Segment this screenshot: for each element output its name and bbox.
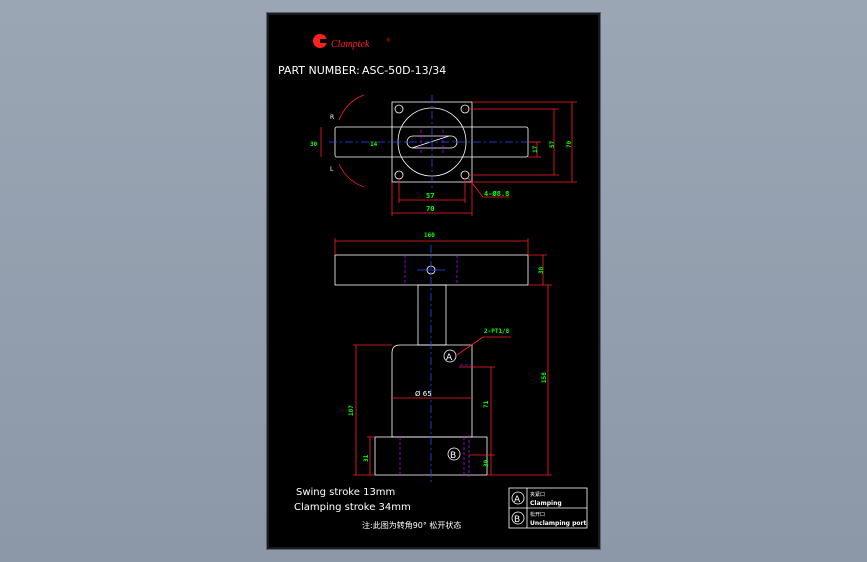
dim-arm-height: 30 <box>310 141 318 148</box>
logo: Clamptek ® <box>313 34 391 50</box>
dim-bolt-spacing: 57 <box>426 192 434 200</box>
logo-mark-cut <box>320 39 328 43</box>
legend-symbol-a: A <box>514 495 521 505</box>
dim-ports: 2-PT1/8 <box>484 328 510 335</box>
logo-reg: ® <box>386 37 391 44</box>
legend-symbol-b: B <box>514 515 520 525</box>
dim-bolt-holes: 4-Ø8.8 <box>484 190 509 198</box>
technical-drawing: Clamptek ® PART NUMBER: ASC-50D-13/34 <box>278 34 588 530</box>
dim-flange-width: 70 <box>426 205 434 213</box>
bolt-hole <box>460 104 470 114</box>
legend-en-a: Clamping <box>530 500 562 507</box>
drawing-sheet: Clamptek ® PART NUMBER: ASC-50D-13/34 <box>266 12 601 550</box>
legend-symbol-b-circle <box>511 511 525 525</box>
legend-cn-b: 松开口 <box>530 511 545 518</box>
part-number-label: PART NUMBER: <box>278 64 360 77</box>
note-clamping-stroke: Clamping stroke 34mm <box>294 502 411 513</box>
dim-overall-height: 158 <box>541 372 548 383</box>
dim-port-height: 30 <box>483 459 490 467</box>
legend-cn-a: 夹紧口 <box>530 491 545 498</box>
leader-line <box>467 177 484 198</box>
dim-bore: Ø 65 <box>415 390 432 398</box>
logo-text: Clamptek <box>331 39 370 50</box>
note-swing-stroke: Swing stroke 13mm <box>296 487 395 498</box>
bolt-hole <box>394 170 404 180</box>
clamp-body <box>391 344 473 438</box>
rotation-arc-left <box>338 163 365 188</box>
dim-upper-body: 71 <box>483 400 490 408</box>
rotation-right-label: R <box>330 114 334 121</box>
note-chinese: 注:此图为转角90° 松开状态 <box>362 520 461 530</box>
leader-line <box>456 336 484 356</box>
port-a-circle <box>443 349 457 363</box>
top-view <box>320 94 577 216</box>
port-a-label: A <box>446 353 453 363</box>
legend-symbol-a-circle <box>511 491 525 505</box>
dim-arm-length: 160 <box>424 232 435 239</box>
bolt-hole <box>394 104 404 114</box>
bolt-hole <box>460 170 470 180</box>
dim-hole-dia: 14 <box>370 141 378 148</box>
dim-arm-thickness: 30 <box>538 266 545 274</box>
rotation-left-label: L <box>330 166 334 173</box>
rotation-arc-right <box>338 94 365 121</box>
legend-en-b: Unclamping port <box>530 520 586 527</box>
port-b-circle <box>447 447 461 461</box>
dim-flange-height: 70 <box>566 140 573 148</box>
port-b-label: B <box>450 451 456 461</box>
port-legend <box>508 487 588 529</box>
dim-offset: 17 <box>532 145 539 153</box>
piston-rod <box>417 284 447 346</box>
dim-base-height: 31 <box>363 454 370 462</box>
dim-body-height: 107 <box>348 405 355 416</box>
part-number-value: ASC-50D-13/34 <box>362 64 446 77</box>
front-view <box>334 238 552 483</box>
dim-inner-height: 57 <box>549 140 556 148</box>
